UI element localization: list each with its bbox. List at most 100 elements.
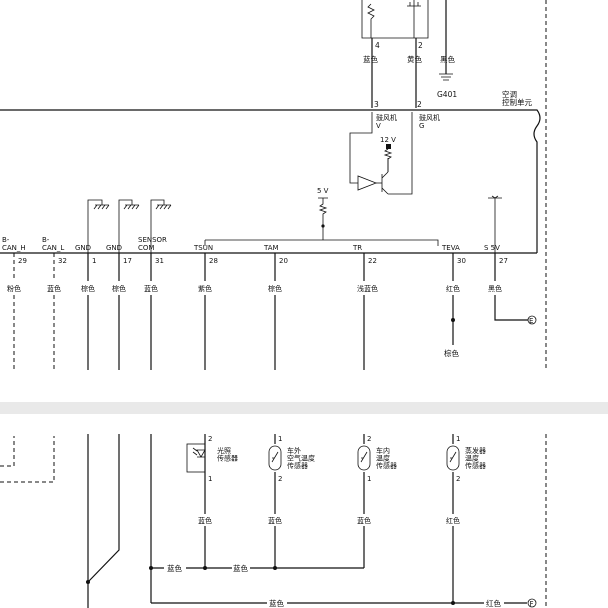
sensor-name-line: 传感器 [217,454,238,463]
blower-pin-2: 2 [417,100,422,109]
bus-1-label-b: 蓝色 [233,563,248,573]
ground-g401-name: G401 [437,90,457,99]
sensor-name-line: 车内 [376,446,390,455]
blower-v-line2: V [376,122,381,130]
pin-label-line2: CAN_L [42,244,64,252]
pin-label-line2: TSUN [193,244,213,252]
sensor-pin-bottom: 2 [456,475,460,483]
sensor-wire-color: 蓝色 [268,516,282,525]
pin-label-line2: TR [352,244,362,252]
sensor-pin-top: 2 [367,435,371,443]
ground-g401-color: 黑色 [440,54,455,64]
module-pins: B-CAN_H29粉色B-CAN_L32蓝色GND1棕色GND17棕色SENSO… [2,236,508,370]
pin-wire-color: 黑色 [488,284,502,293]
pin-wire-color: 红色 [446,284,460,293]
sensor-pin-bottom: 1 [367,475,371,483]
pin-wire-color: 棕色 [112,284,126,293]
v5-label: 5 V [317,187,329,195]
top-pin-2-color: 黄色 [407,54,422,64]
pin-label-line1: SENSOR [138,236,167,244]
module-name-line2: 控制单元 [502,97,532,107]
blower-driver-circuit: 12 V [349,112,413,195]
pin-wire-color: 粉色 [7,284,21,293]
pin-number: 30 [457,257,466,265]
can-l-dashed [0,436,55,483]
pin-number: 1 [92,257,96,265]
v5-pullup: 5 V [204,187,439,246]
sensor-pin-bottom: 2 [278,475,282,483]
sensor-name-line: 光照 [217,446,231,455]
blower-pin-3: 3 [374,100,379,109]
teva-lower-color: 棕色 [444,348,459,358]
bus-2-label-a: 蓝色 [269,598,284,608]
pin-number: 17 [123,257,132,265]
pin-wire-color: 棕色 [81,284,95,293]
sensor-name-line: 传感器 [376,461,397,470]
top-component [361,0,429,39]
sensor-name-line: 温度 [376,454,390,463]
module-pin-9: S 5V 27 黑色 [484,244,508,293]
blower-g-line2: G [419,122,424,130]
module-pin-8: TEVA 30 红色 [441,244,466,345]
blower-v-line1: 鼓风机 [376,113,397,122]
teva-splice [451,318,455,322]
pin-number: 20 [279,257,288,265]
pin-label-line2: S 5V [484,244,500,252]
pin-number: 28 [209,257,218,265]
module-pin-5: TSUN 28 紫色 [193,244,218,370]
sensor-pin-top: 1 [278,435,282,443]
module-pin-1: B-CAN_L 32 蓝色 [42,236,67,370]
pin-wire-color: 紫色 [198,284,212,293]
connector-e [527,315,537,325]
gnd-splice [86,580,90,584]
panel-divider [0,402,608,414]
thermistor-body [446,445,460,471]
pin-wire-color: 蓝色 [144,284,158,293]
top-pin-4-label: 4 [375,41,380,50]
sensor-name-line: 温度 [465,454,479,463]
sensor-wire-color: 蓝色 [357,516,371,525]
s5v-internal-feed [488,195,502,253]
pin-wire-color: 浅蓝色 [357,284,378,293]
sensor-pin-bottom: 1 [208,475,212,483]
top-pin-4-color: 蓝色 [363,54,378,64]
connector-f [527,598,537,608]
photo-sensor-body [186,443,206,473]
pin-label-line2: GND [75,244,91,252]
pin-number: 32 [58,257,67,265]
thermistor-body [357,445,371,471]
wire-s5v-to-e [494,295,528,321]
sensor-name-line: 空气温度 [287,454,315,463]
sensor-name-line: 传感器 [287,461,308,470]
lower-panel: 21光照传感器蓝色12车外空气温度传感器蓝色21车内温度传感器蓝色12蒸发器温度… [0,434,547,608]
connector-e-label: E [529,317,533,325]
sensor-wire-color: 红色 [446,516,460,525]
v12-label: 12 V [380,136,396,144]
module-top-edge [0,109,541,253]
pin-label-line2: TAM [263,244,279,252]
gnd-wire-2 [87,434,120,583]
sensor-name-line: 蒸发器 [465,446,486,455]
pin-number: 29 [18,257,27,265]
module-grounds [87,199,172,253]
pin-label-line1: B- [2,236,10,244]
pin-label-line2: TEVA [441,244,460,252]
pin-label-line2: GND [106,244,122,252]
connector-f-label: F [530,600,534,608]
module-name-line1: 空调 [502,89,517,99]
pin-wire-color: 蓝色 [47,284,61,293]
pin-number: 27 [499,257,508,265]
sensor-pin-top: 1 [456,435,460,443]
thermistor-body [268,445,282,471]
pin-wire-color: 棕色 [268,284,282,293]
sensor-pin-top: 2 [208,435,212,443]
pin-label-line1: B- [42,236,50,244]
